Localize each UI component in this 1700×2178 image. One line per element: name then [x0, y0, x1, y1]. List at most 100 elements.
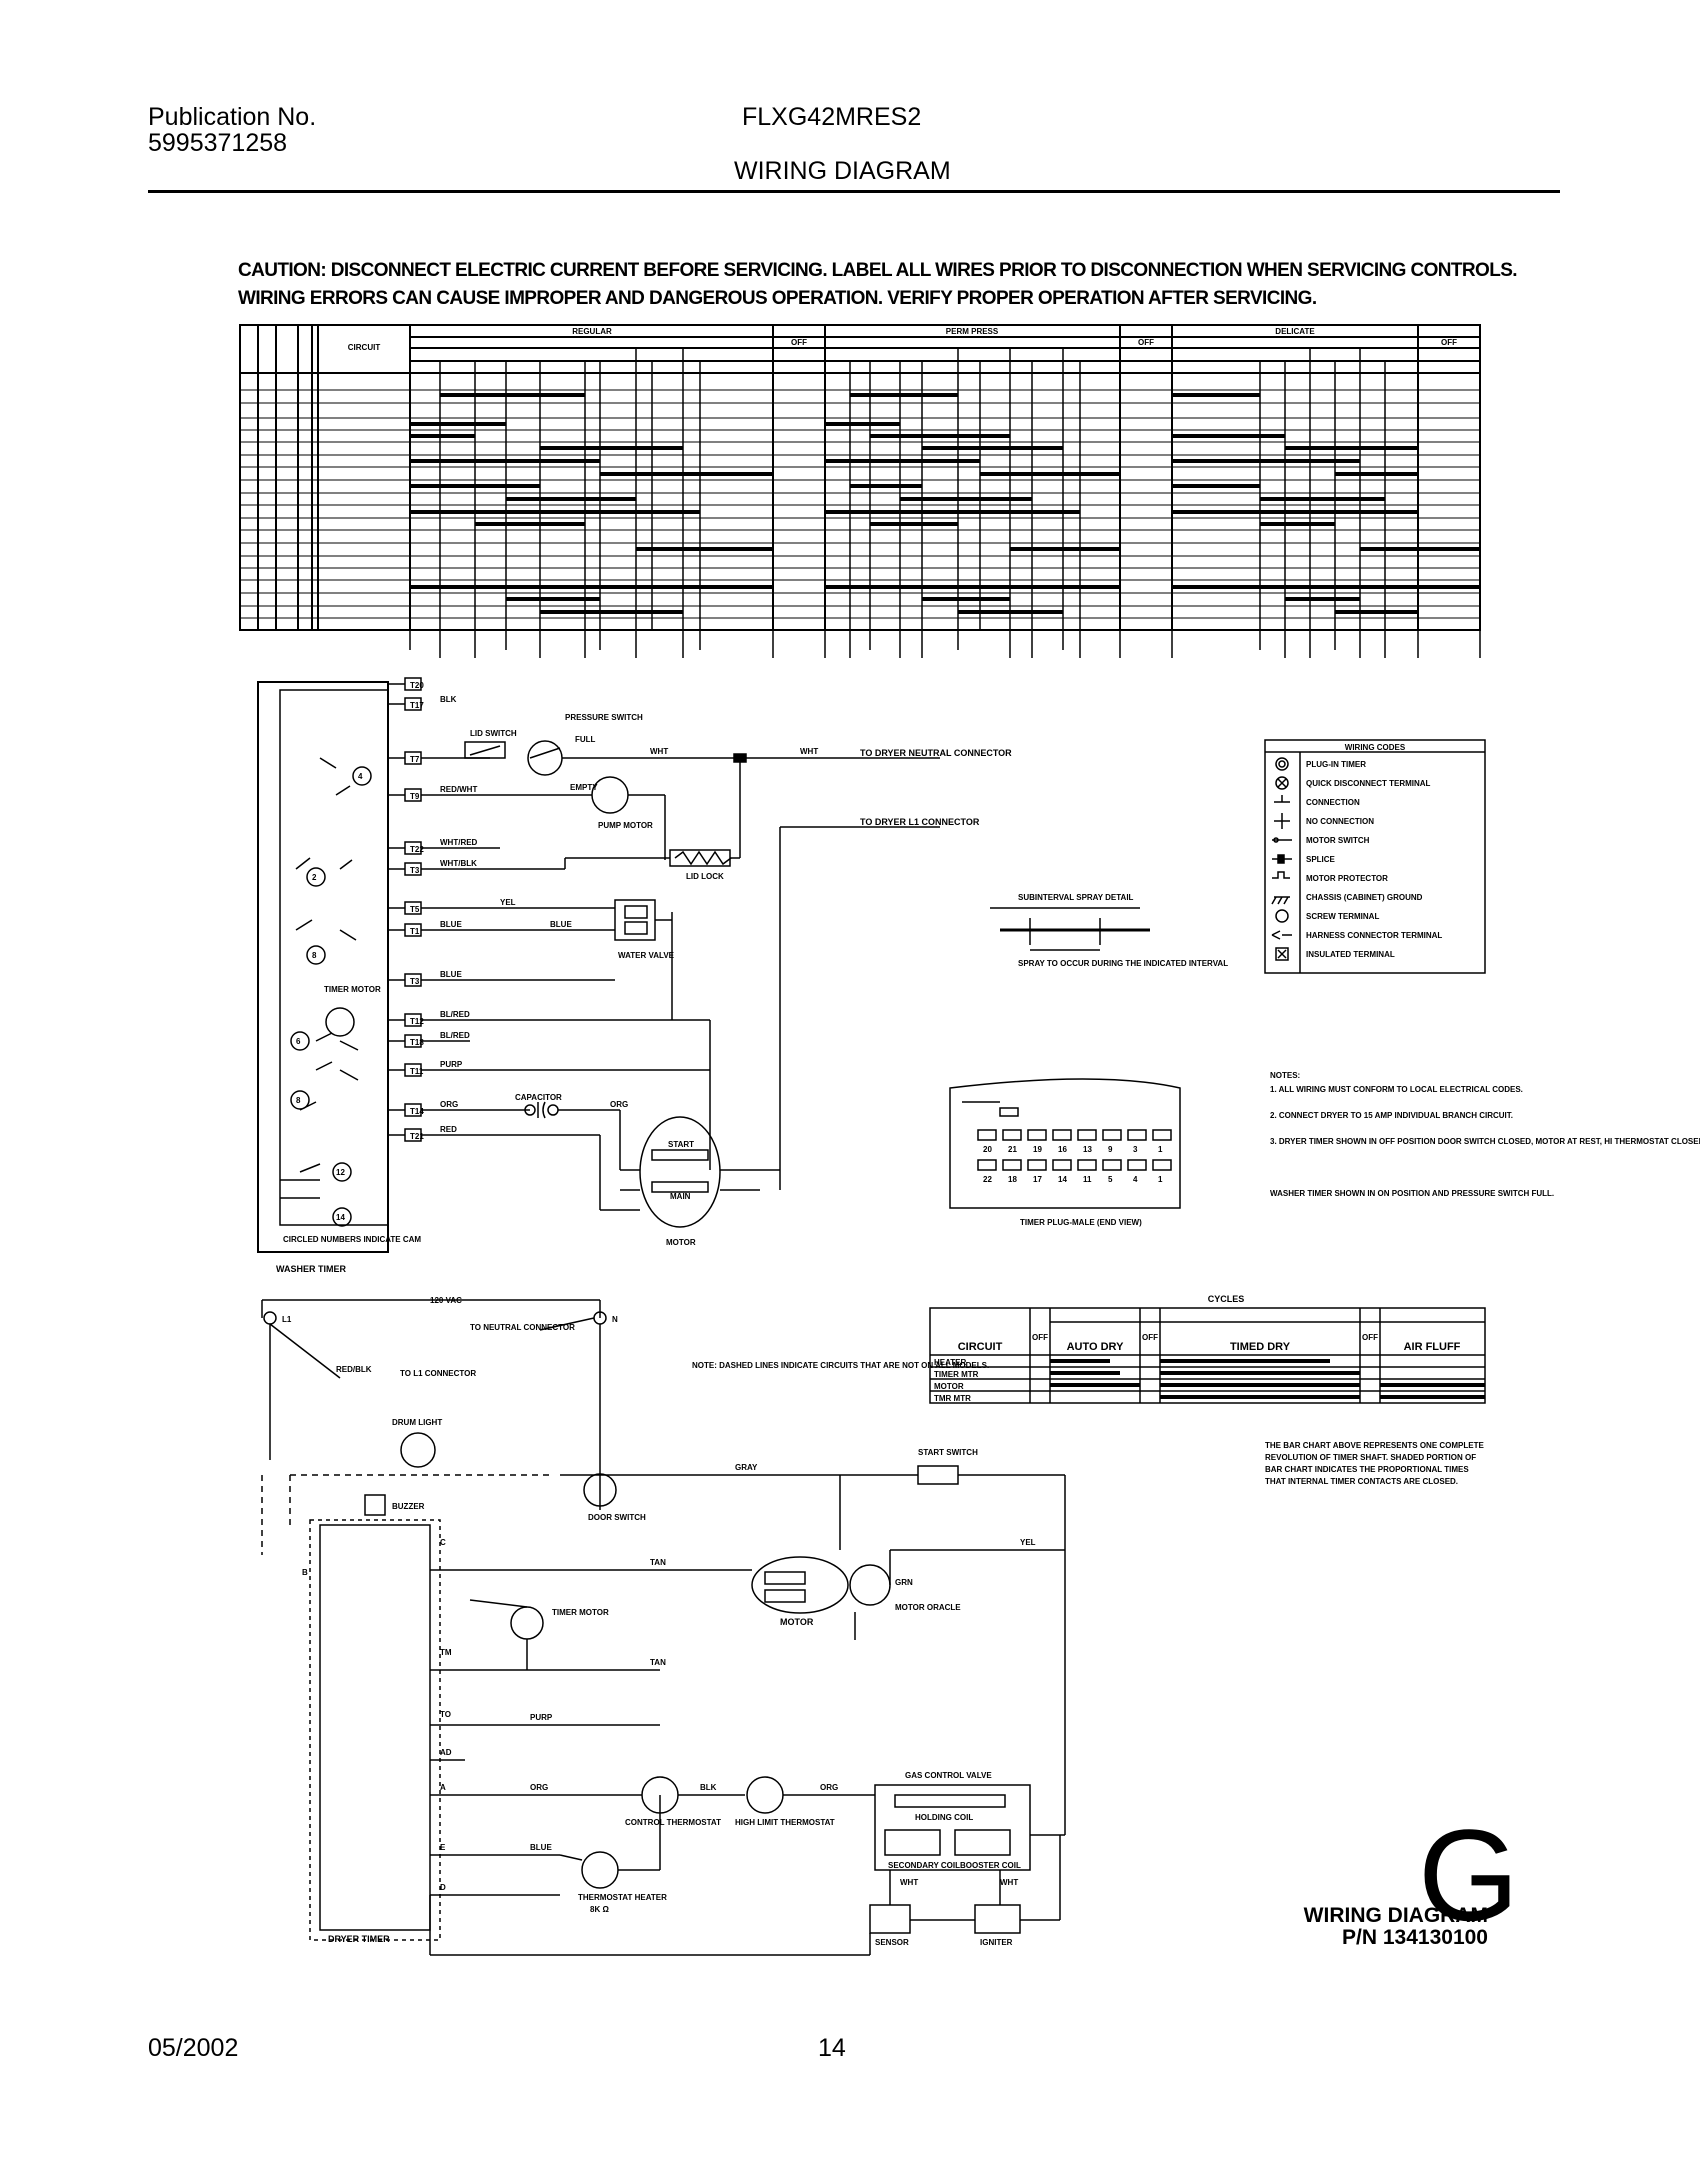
- off-label-2: OFF: [1138, 338, 1154, 347]
- wiring-codes-legend: [1264, 739, 1486, 974]
- plug-bot-1: 22: [983, 1175, 992, 1184]
- caution-line-1: CAUTION: DISCONNECT ELECTRIC CURRENT BEF…: [238, 260, 1518, 281]
- dryer-term-to: TO: [440, 1710, 451, 1719]
- publication-number: 5995371258: [148, 129, 288, 157]
- wire-red-wht: RED/WHT: [440, 785, 477, 794]
- dryer-circuit-label: CIRCUIT: [958, 1341, 1003, 1353]
- cycle-air-fluff: AIR FLUFF: [1404, 1341, 1461, 1353]
- plug-top-6: 9: [1108, 1145, 1113, 1154]
- dryer-l1-label: L1: [282, 1315, 292, 1324]
- timer-plug-top-numbers: 20 21 19 16 13 9 3 1: [983, 1145, 1163, 1154]
- cam-14: 14: [336, 1213, 345, 1222]
- dryer-term-a: A: [440, 1783, 446, 1792]
- to-neutral-label: TO NEUTRAL CONNECTOR: [470, 1323, 575, 1332]
- purp-wire: PURP: [530, 1713, 553, 1722]
- tan-wire-2: TAN: [650, 1658, 666, 1667]
- to-dryer-neutral-label: TO DRYER NEUTRAL CONNECTOR: [860, 748, 1012, 758]
- control-thermostat-label: CONTROL THERMOSTAT: [625, 1818, 721, 1827]
- empty-label: EMPTY: [570, 783, 598, 792]
- dryer-off-2: OFF: [1142, 1333, 1158, 1342]
- to-l1-label: TO L1 CONNECTOR: [400, 1369, 476, 1378]
- gray-wire-label: GRAY: [735, 1463, 758, 1472]
- dryer-motor-label: MOTOR: [780, 1617, 814, 1627]
- drum-light-label: DRUM LIGHT: [392, 1418, 442, 1427]
- lid-lock-label: LID LOCK: [686, 872, 724, 881]
- note-1: 1. ALL WIRING MUST CONFORM TO LOCAL ELEC…: [1270, 1085, 1523, 1094]
- cam-6: 6: [296, 1037, 301, 1046]
- row-timer-mtr: TIMER MTR: [934, 1370, 979, 1379]
- start-switch-label: START SWITCH: [918, 1448, 978, 1457]
- spray-detail-title: SUBINTERVAL SPRAY DETAIL: [1018, 893, 1134, 902]
- dryer-term-b1: B: [302, 1568, 308, 1577]
- code-insulated-terminal: INSULATED TERMINAL: [1306, 950, 1395, 959]
- timer-plug-label: TIMER PLUG-MALE (END VIEW): [1020, 1218, 1142, 1227]
- plug-top-8: 1: [1158, 1145, 1163, 1154]
- high-limit-label: HIGH LIMIT THERMOSTAT: [735, 1818, 835, 1827]
- plug-bot-2: 18: [1008, 1175, 1017, 1184]
- dryer-vac-label: 120 VAC: [430, 1296, 462, 1305]
- motor-start-label: START: [668, 1140, 694, 1149]
- plug-bot-5: 11: [1083, 1175, 1092, 1184]
- motor-oracle-label: MOTOR ORACLE: [895, 1603, 961, 1612]
- terminal-t18: T18: [410, 1038, 424, 1047]
- washer-circuit: [257, 677, 940, 1253]
- cam-4: 4: [358, 772, 363, 781]
- plug-top-7: 3: [1133, 1145, 1138, 1154]
- washer-timer-label: WASHER TIMER: [276, 1264, 347, 1274]
- dryer-term-tm: TM: [440, 1648, 452, 1657]
- wire-purp: PURP: [440, 1060, 463, 1069]
- wire-blk: BLK: [440, 695, 457, 704]
- terminal-t12: T12: [410, 1017, 424, 1026]
- footer-date: 05/2002: [148, 2034, 239, 2062]
- plug-top-3: 19: [1033, 1145, 1042, 1154]
- wire-wht-2: WHT: [800, 747, 818, 756]
- gas-valve-label: GAS CONTROL VALVE: [905, 1771, 992, 1780]
- org-wire-1: ORG: [530, 1783, 548, 1792]
- wht-wire-1: WHT: [900, 1878, 918, 1887]
- to-dryer-l1-label: TO DRYER L1 CONNECTOR: [860, 817, 980, 827]
- notes-title: NOTES:: [1270, 1071, 1300, 1080]
- igniter-label: IGNITER: [980, 1938, 1013, 1947]
- wire-wht-1: WHT: [650, 747, 668, 756]
- lid-switch-label: LID SWITCH: [470, 729, 517, 738]
- motor-main-label: MAIN: [670, 1192, 691, 1201]
- dryer-cycle-chart: [929, 1307, 1486, 1404]
- terminal-t14: T14: [410, 1107, 424, 1116]
- wire-wht-blk: WHT/BLK: [440, 859, 477, 868]
- section-perm-press: PERM PRESS: [946, 327, 999, 336]
- cam-12: 12: [336, 1168, 345, 1177]
- dryer-term-c: C: [440, 1538, 446, 1547]
- off-label-3: OFF: [1441, 338, 1457, 347]
- code-connection: CONNECTION: [1306, 798, 1360, 807]
- terminal-t20: T20: [410, 681, 424, 690]
- plug-top-1: 20: [983, 1145, 992, 1154]
- circuit-label: CIRCUIT: [348, 343, 381, 352]
- thermostat-heater-label: THERMOSTAT HEATER: [578, 1893, 667, 1902]
- wire-bl-red-2: BL/RED: [440, 1031, 470, 1040]
- capacitor-label: CAPACITOR: [515, 1093, 562, 1102]
- plug-bot-3: 17: [1033, 1175, 1042, 1184]
- cycle-auto-dry: AUTO DRY: [1067, 1341, 1125, 1353]
- code-quick-disconnect: QUICK DISCONNECT TERMINAL: [1306, 779, 1431, 788]
- badge-title: WIRING DIAGRAM: [1303, 1904, 1488, 1927]
- cycle-timed-dry: TIMED DRY: [1230, 1341, 1291, 1353]
- wire-bl-red-1: BL/RED: [440, 1010, 470, 1019]
- plug-top-2: 21: [1008, 1145, 1017, 1154]
- dryer-term-d: D: [440, 1883, 446, 1892]
- terminal-t22: T22: [410, 845, 424, 854]
- dryer-note: NOTE: DASHED LINES INDICATE CIRCUITS THA…: [692, 1361, 989, 1370]
- off-label-1: OFF: [791, 338, 807, 347]
- model-number: FLXG42MRES2: [742, 103, 922, 131]
- red-blk-label: RED/BLK: [336, 1365, 372, 1374]
- terminal-t17: T17: [410, 701, 424, 710]
- terminal-t3b: T3: [410, 977, 420, 986]
- dryer-off-3: OFF: [1362, 1333, 1378, 1342]
- bar-chart-note: THE BAR CHART ABOVE REPRESENTS ONE COMPL…: [1265, 1441, 1484, 1486]
- plug-top-5: 13: [1083, 1145, 1092, 1154]
- plug-bot-8: 1: [1158, 1175, 1163, 1184]
- code-screw-terminal: SCREW TERMINAL: [1306, 912, 1379, 921]
- code-splice: SPLICE: [1306, 855, 1336, 864]
- terminal-t21: T21: [410, 1132, 424, 1141]
- spray-detail: [990, 907, 1150, 951]
- dryer-timer-motor-label: TIMER MOTOR: [552, 1608, 609, 1617]
